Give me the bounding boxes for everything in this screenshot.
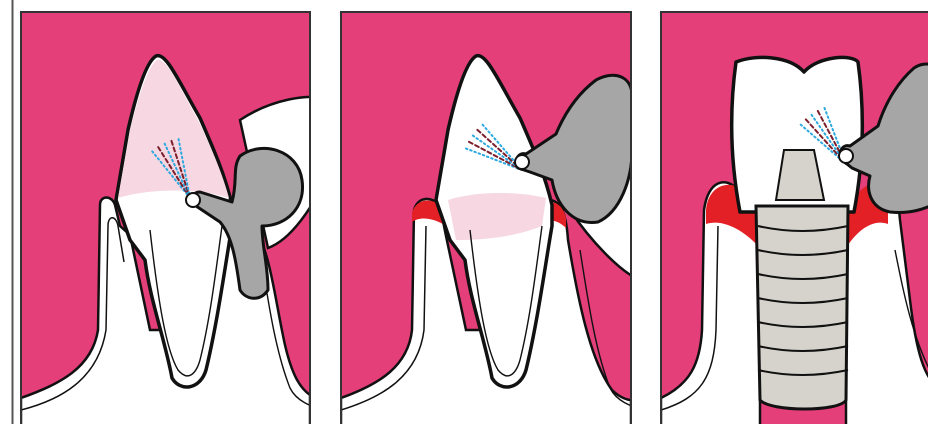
panel-1-tooth-cleaning xyxy=(21,12,330,424)
nozzle xyxy=(515,155,529,169)
panel-3-implant-cleaning xyxy=(661,12,928,424)
left-rail xyxy=(0,0,13,424)
panel-2-root-cleaning xyxy=(341,12,650,424)
implant-body xyxy=(756,206,848,409)
nozzle xyxy=(186,193,200,207)
nozzle xyxy=(839,149,853,163)
